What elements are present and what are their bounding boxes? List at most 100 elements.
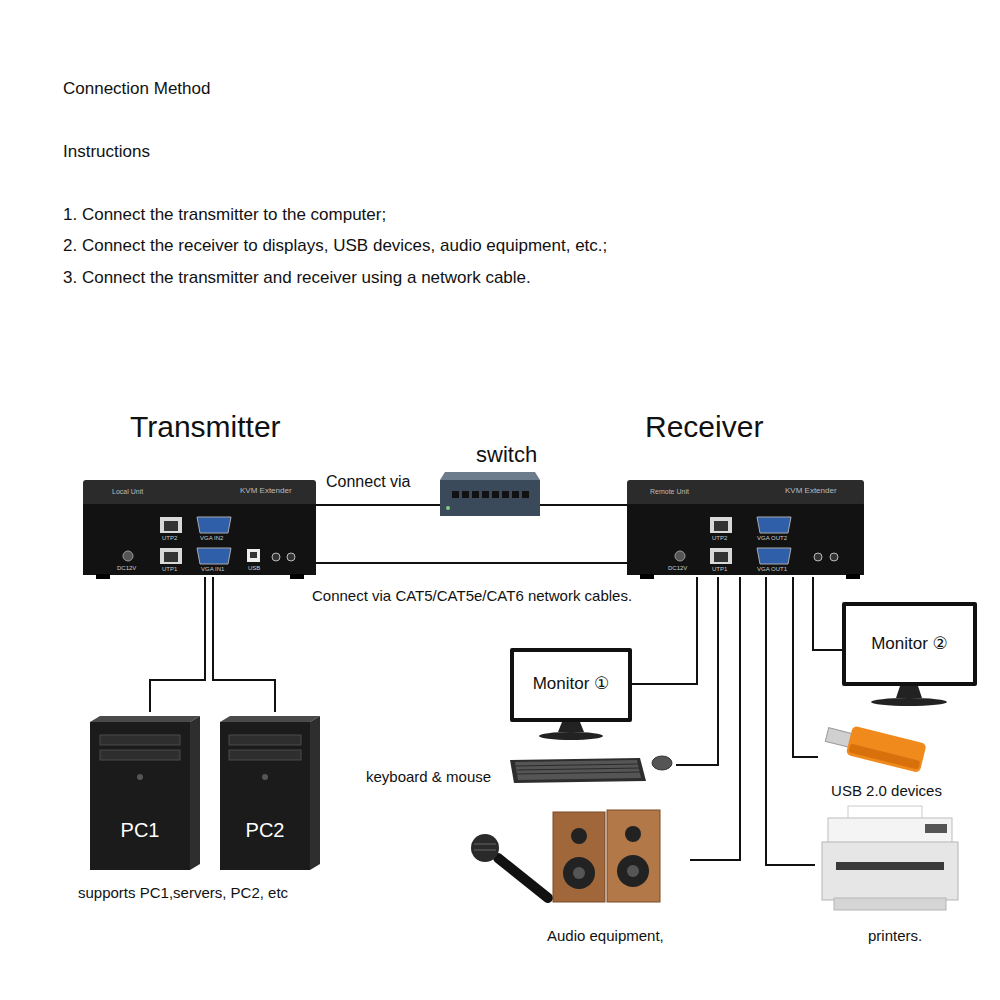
pc-tower <box>229 750 301 760</box>
keyboard-mouse-node: keyboard & mouse <box>366 752 676 786</box>
transmitter-housing <box>83 480 316 506</box>
node-heading: Transmitter <box>130 410 281 445</box>
connector-label: Connect via CAT5/CAT5e/CAT6 network cabl… <box>310 587 634 604</box>
cable-connector <box>540 504 627 506</box>
cable-connector <box>813 577 842 650</box>
network-switch <box>492 491 499 498</box>
transmitter-unit: Transmitter <box>83 480 316 577</box>
monitor-figure <box>842 602 977 686</box>
microphone <box>474 844 496 845</box>
transmitter-housing <box>290 574 304 579</box>
microphone <box>474 850 496 851</box>
usb-drive <box>846 726 927 773</box>
pc-tower <box>90 716 200 870</box>
network-switch <box>472 491 479 498</box>
network-switch <box>522 491 529 498</box>
page-title: Connection Method <box>63 79 210 99</box>
port-label: VGA OUT2 <box>757 535 787 541</box>
usb-port <box>247 549 260 562</box>
pc-node: PC1 <box>90 712 200 872</box>
speaker <box>617 855 649 887</box>
receiver-housing <box>627 480 864 506</box>
pc-tower <box>100 735 180 745</box>
power-jack <box>675 551 685 561</box>
port-label: VGA IN2 <box>200 535 223 541</box>
monitor-figure <box>871 698 947 706</box>
receiver-unit: Receiver <box>627 480 864 577</box>
cable-connector <box>676 577 718 765</box>
transmitter-housing <box>83 504 316 575</box>
pc-tower <box>90 722 190 870</box>
vga-port <box>757 517 791 533</box>
printer-figure <box>822 806 958 910</box>
usb-port <box>250 552 257 558</box>
node-label: PC2 <box>246 819 285 842</box>
receiver-housing <box>627 480 864 506</box>
printer-figure <box>828 818 952 844</box>
receiver-housing <box>640 574 654 579</box>
monitor-figure <box>896 686 922 698</box>
cable-connector <box>793 577 818 757</box>
connector-label: Connect via <box>324 473 413 491</box>
network-switch <box>446 506 450 510</box>
transmitter-housing <box>96 574 110 579</box>
audio-jack <box>830 553 838 561</box>
monitor-node: Monitor ② <box>842 602 977 708</box>
network-port <box>710 517 732 533</box>
speaker <box>627 865 639 877</box>
monitor-figure <box>510 648 632 722</box>
cable-connector <box>316 504 440 506</box>
network-switch <box>440 472 540 480</box>
caption-note: supports PC1,servers, PC2, etc <box>78 884 288 901</box>
cable-connector <box>766 577 815 865</box>
power-jack <box>675 551 685 561</box>
monitor-figure <box>514 652 628 718</box>
audio-jack <box>814 553 838 561</box>
vga-port <box>757 548 791 564</box>
device-label: KVM Extender <box>240 487 292 495</box>
monitor-figure <box>510 648 632 740</box>
instruction-step: 1. Connect the transmitter to the comput… <box>63 205 386 225</box>
network-port <box>710 517 732 533</box>
keyboard-figure <box>517 772 640 774</box>
usb-drive <box>823 720 926 773</box>
node-label: USB 2.0 devices <box>831 782 942 799</box>
speaker <box>571 828 587 844</box>
network-port <box>710 548 732 564</box>
audio-jack <box>814 553 822 561</box>
network-port <box>164 521 178 531</box>
printer-figure <box>834 898 946 910</box>
cable-connector <box>150 577 205 712</box>
usb-device-node: USB 2.0 devices <box>818 725 955 802</box>
vga-port <box>757 517 791 533</box>
port-label: UTP2 <box>162 535 177 541</box>
usb-drive <box>825 728 852 747</box>
network-switch <box>462 491 469 498</box>
power-jack <box>675 551 685 561</box>
network-port <box>714 521 728 531</box>
node-label: Monitor ② <box>871 634 948 654</box>
cable-connector <box>213 577 275 712</box>
transmitter-housing <box>83 480 316 579</box>
network-switch <box>512 491 519 498</box>
cable-connector <box>316 562 627 564</box>
keyboard-figure <box>515 760 641 780</box>
node-heading: switch <box>476 442 537 467</box>
speaker <box>607 810 660 902</box>
node-label: Monitor ① <box>533 674 610 694</box>
keyboard-figure <box>510 758 646 783</box>
network-port <box>164 552 178 562</box>
audio-jack <box>272 553 280 561</box>
speaker <box>553 812 605 902</box>
pc-tower <box>90 716 200 722</box>
printer-node: printers. <box>815 805 965 947</box>
power-jack <box>123 551 133 561</box>
monitor-figure <box>846 606 973 682</box>
network-port <box>160 517 182 533</box>
node-label: Audio equipment, <box>547 927 664 944</box>
printer-figure <box>925 824 947 833</box>
vga-port <box>757 548 791 564</box>
cable-connector <box>690 577 740 860</box>
network-switch <box>440 472 540 516</box>
